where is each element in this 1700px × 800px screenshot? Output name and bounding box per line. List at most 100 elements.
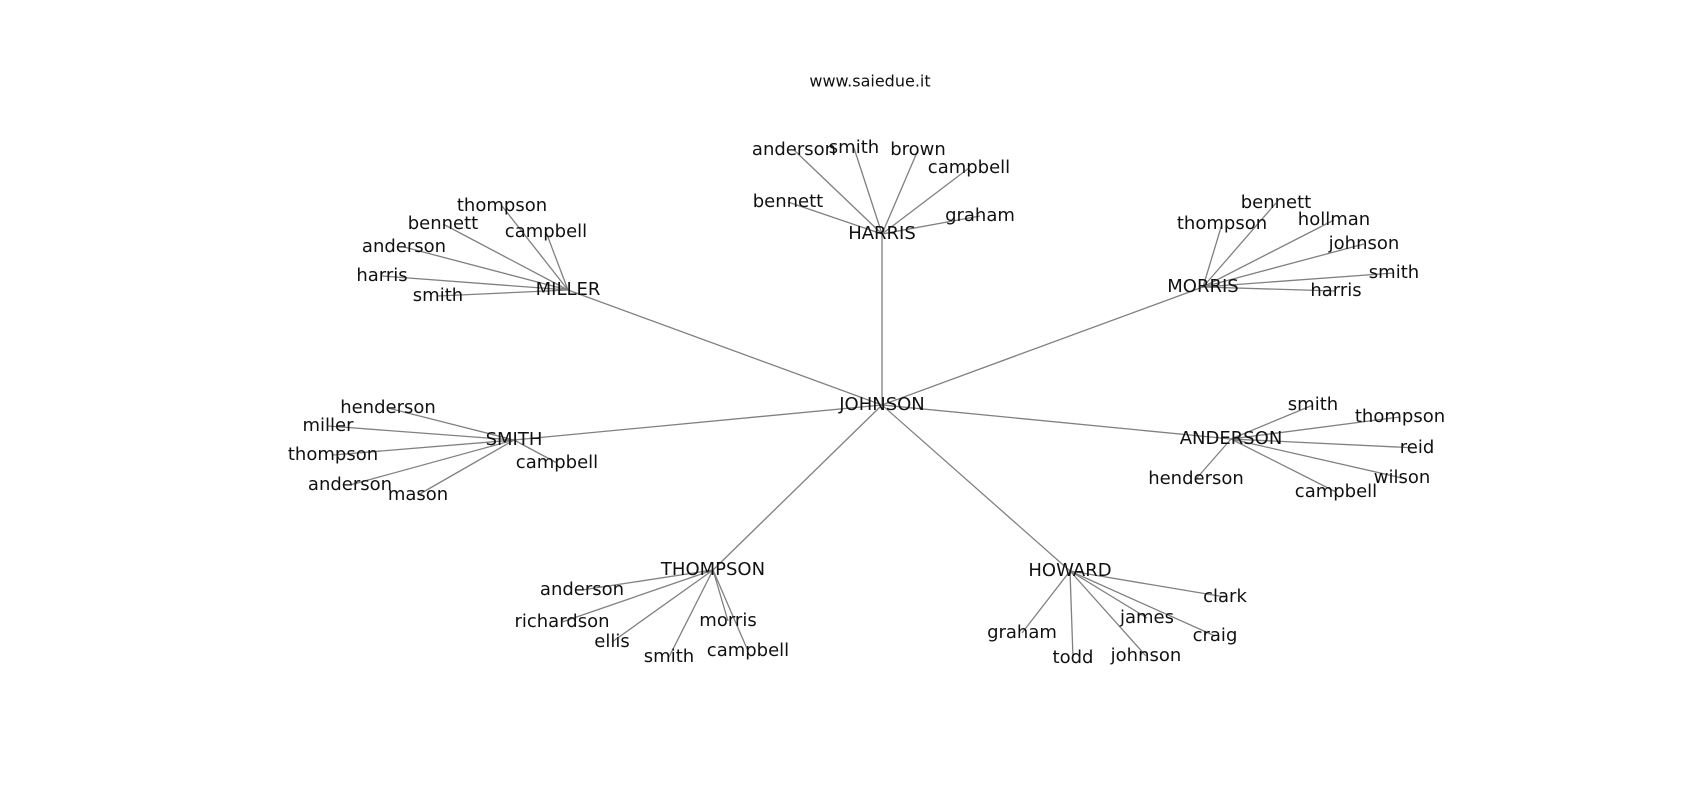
leaf-node-anderson-henderson: henderson — [1148, 468, 1244, 489]
edge-anderson-henderson — [1195, 438, 1232, 480]
cluster-node-smith: SMITH — [486, 429, 543, 450]
edge-howard-graham — [1021, 570, 1071, 634]
leaf-node-thompson-ellis: ellis — [594, 631, 629, 652]
leaf-node-harris-bennett: bennett — [753, 191, 824, 212]
edge-harris-graham — [881, 215, 981, 235]
leaf-node-harris-anderson: anderson — [752, 139, 836, 160]
root-node-johnson: JOHNSON — [838, 394, 925, 415]
leaf-node-morris-harris: harris — [1310, 280, 1361, 301]
leaf-node-howard-graham: graham — [987, 622, 1057, 643]
leaf-node-smith-henderson: henderson — [340, 397, 436, 418]
leaf-node-harris-graham: graham — [945, 205, 1015, 226]
edge-morris-johnson — [1202, 243, 1365, 288]
edge-root-howard — [881, 404, 1071, 572]
leaf-node-miller-harris: harris — [356, 265, 407, 286]
edge-anderson-smith — [1230, 404, 1314, 440]
edge-harris-campbell — [881, 167, 970, 235]
edge-morris-hollman — [1202, 219, 1335, 288]
leaf-node-miller-smith: smith — [413, 285, 463, 306]
edge-root-morris — [881, 286, 1204, 406]
edge-morris-smith — [1202, 272, 1395, 288]
leaf-node-anderson-wilson: wilson — [1374, 467, 1431, 488]
edge-miller-anderson — [403, 246, 569, 291]
leaf-node-anderson-smith: smith — [1288, 394, 1338, 415]
leaf-node-anderson-thompson: thompson — [1355, 406, 1445, 427]
edge-anderson-wilson — [1230, 438, 1403, 479]
edges-layer — [327, 147, 1418, 659]
cluster-node-harris: HARRIS — [848, 223, 916, 244]
edge-howard-johnson — [1069, 570, 1147, 657]
edge-harris-smith — [853, 147, 883, 235]
edge-root-smith — [513, 404, 883, 441]
cluster-node-anderson: ANDERSON — [1180, 428, 1283, 449]
leaf-node-harris-campbell: campbell — [928, 157, 1010, 178]
leaf-node-thompson-anderson: anderson — [540, 579, 624, 600]
edge-howard-clark — [1069, 570, 1226, 598]
leaf-node-anderson-campbell: campbell — [1295, 481, 1377, 502]
edge-howard-craig — [1069, 570, 1216, 637]
site-title: www.saiedue.it — [809, 72, 930, 91]
leaf-node-morris-bennett: bennett — [1241, 192, 1312, 213]
edge-morris-thompson — [1202, 223, 1223, 288]
leaf-node-thompson-richardson: richardson — [514, 611, 609, 632]
leaf-node-harris-brown: brown — [890, 139, 946, 160]
edge-thompson-morris — [712, 569, 729, 622]
edge-smith-campbell — [513, 439, 558, 464]
edge-smith-thompson — [332, 439, 515, 456]
leaf-node-howard-johnson: johnson — [1110, 645, 1182, 666]
leaf-node-thompson-morris: morris — [699, 610, 756, 631]
edge-miller-smith — [437, 289, 569, 297]
edge-miller-harris — [381, 275, 569, 291]
edge-thompson-richardson — [561, 569, 714, 623]
leaf-node-harris-smith: smith — [829, 137, 879, 158]
edge-howard-james — [1069, 570, 1148, 619]
edge-smith-anderson — [349, 439, 515, 486]
cluster-node-thompson: THOMPSON — [660, 559, 765, 580]
edge-smith-miller — [327, 425, 515, 441]
leaf-node-howard-craig: craig — [1193, 625, 1238, 646]
leaf-node-smith-mason: mason — [388, 484, 448, 505]
cluster-node-miller: MILLER — [536, 279, 601, 300]
leaf-node-morris-thompson: thompson — [1177, 213, 1267, 234]
edge-howard-todd — [1069, 570, 1074, 659]
edge-morris-bennett — [1202, 202, 1277, 288]
leaf-node-miller-campbell: campbell — [505, 221, 587, 242]
edge-root-miller — [567, 289, 883, 406]
leaf-node-smith-anderson: anderson — [308, 474, 392, 495]
edge-thompson-campbell — [712, 569, 749, 652]
leaf-node-smith-thompson: thompson — [288, 444, 378, 465]
edge-morris-harris — [1202, 286, 1337, 292]
edge-miller-bennett — [442, 223, 569, 291]
leaf-node-smith-miller: miller — [302, 415, 354, 436]
cluster-node-howard: HOWARD — [1028, 560, 1111, 581]
leaf-node-miller-thompson: thompson — [457, 195, 547, 216]
edge-smith-mason — [417, 439, 515, 496]
leaf-node-thompson-smith: smith — [644, 646, 694, 667]
leaf-node-morris-smith: smith — [1369, 262, 1419, 283]
edge-smith-henderson — [387, 407, 515, 441]
leaf-node-howard-todd: todd — [1053, 647, 1094, 668]
edge-miller-campbell — [545, 231, 569, 291]
leaf-node-morris-hollman: hollman — [1298, 209, 1370, 230]
edge-thompson-anderson — [581, 569, 714, 591]
edge-anderson-thompson — [1230, 416, 1401, 440]
leaf-node-smith-campbell: campbell — [516, 452, 598, 473]
edge-anderson-reid — [1230, 438, 1418, 449]
cluster-node-morris: MORRIS — [1167, 276, 1238, 297]
edge-miller-thompson — [501, 205, 569, 291]
edge-root-anderson — [881, 404, 1232, 440]
leaf-node-miller-anderson: anderson — [362, 236, 446, 257]
edge-root-thompson — [712, 404, 883, 571]
edge-harris-anderson — [793, 149, 883, 235]
edge-thompson-ellis — [611, 569, 714, 643]
leaf-node-howard-clark: clark — [1203, 586, 1247, 607]
edge-harris-brown — [881, 149, 919, 235]
leaf-node-thompson-campbell: campbell — [707, 640, 789, 661]
leaf-node-anderson-reid: reid — [1400, 437, 1435, 458]
edge-anderson-campbell — [1230, 438, 1337, 493]
leaf-node-howard-james: james — [1119, 607, 1174, 628]
edge-thompson-smith — [668, 569, 714, 658]
leaf-node-miller-bennett: bennett — [408, 213, 479, 234]
